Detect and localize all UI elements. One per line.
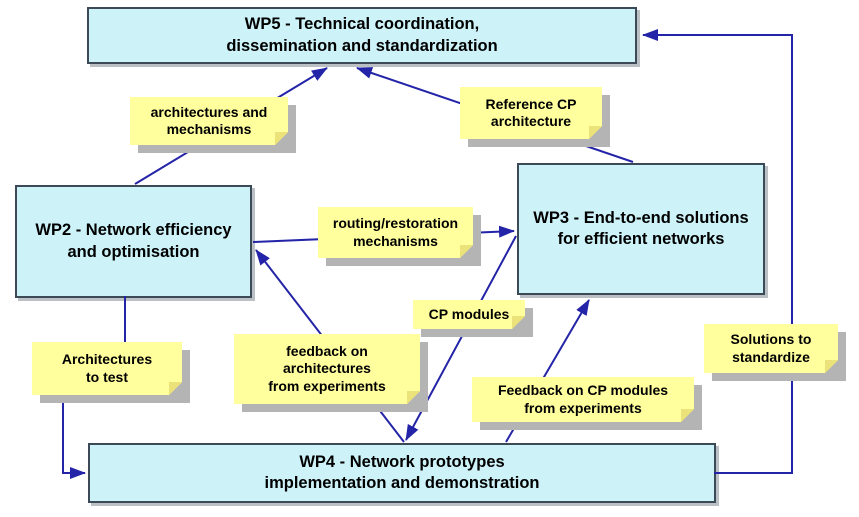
box-wp2-label: WP2 - Network efficiency and optimisatio… (35, 221, 232, 261)
note-feedback-on-architectures: feedback on architectures from experimen… (234, 334, 428, 412)
box-wp5: WP5 - Technical coordination, disseminat… (87, 7, 637, 64)
note-label: CP modules (428, 305, 510, 322)
note-label: architectures and mechanisms (150, 103, 268, 137)
box-wp4-label: WP4 - Network prototypes implementation … (264, 452, 540, 492)
box-wp2: WP2 - Network efficiency and optimisatio… (15, 185, 252, 298)
note-label: Architectures to test (61, 351, 153, 385)
note-architectures-to-test: Architectures to test (32, 342, 190, 403)
box-wp3-label: WP3 - End-to-end solutions for efficient… (533, 208, 749, 248)
note-label: Reference CP architecture (485, 95, 577, 129)
note-feedback-on-cp-modules: Feedback on CP modules from experiments (472, 377, 702, 430)
note-label: feedback on architectures from experimen… (268, 342, 386, 394)
arrow-wp4-to-wp5-solutions (642, 29, 793, 474)
note-solutions-to-standardize: Solutions to standardize (704, 324, 846, 381)
box-wp5-label: WP5 - Technical coordination, disseminat… (226, 15, 498, 55)
box-wp4: WP4 - Network prototypes implementation … (88, 443, 716, 503)
note-label: Solutions to standardize (730, 331, 812, 365)
note-label: Feedback on CP modules from experiments (497, 382, 669, 416)
note-cp-modules: CP modules (413, 300, 533, 337)
note-architectures-and-mechanisms: architectures and mechanisms (130, 97, 296, 153)
note-reference-cp-architecture: Reference CP architecture (460, 87, 610, 147)
box-wp3: WP3 - End-to-end solutions for efficient… (517, 163, 765, 295)
note-routing-restoration-mechanisms: routing/restoration mechanisms (318, 207, 481, 266)
note-label: routing/restoration mechanisms (332, 215, 459, 249)
